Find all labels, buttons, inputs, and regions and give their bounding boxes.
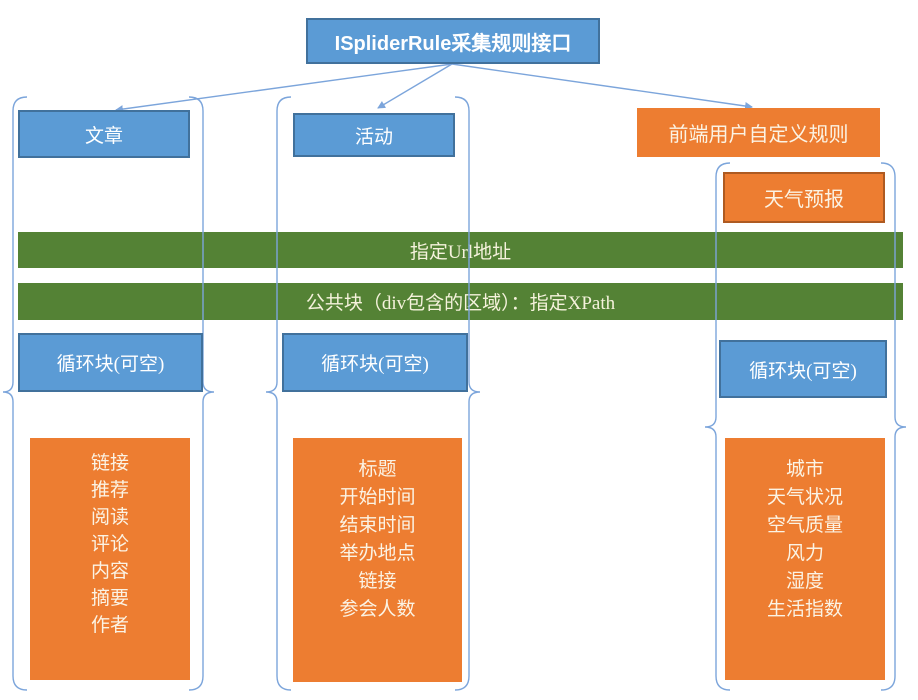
field-item: 天气状况 [766, 487, 843, 508]
field-list-weather: 城市 天气状况 空气质量 风力 湿度 生活指数 [725, 438, 885, 680]
arrow-root-to-activity [377, 63, 453, 109]
field-list-activity: 标题 开始时间 结束时间 举办地点 链接 参会人数 [293, 438, 462, 682]
field-item: 生活指数 [766, 599, 843, 620]
field-item: 推荐 [90, 480, 129, 501]
field-item: 风力 [785, 543, 824, 564]
column-header-activity: 活动 [293, 113, 455, 157]
field-item: 参会人数 [339, 599, 416, 620]
root-interface-label: ISpliderRule采集规则接口 [334, 32, 572, 55]
field-item: 空气质量 [766, 515, 843, 536]
field-item: 结束时间 [339, 515, 416, 536]
field-item: 链接 [358, 571, 397, 592]
column-header-article-label: 文章 [84, 125, 123, 147]
loop-block-weather-label: 循环块(可空) [749, 360, 857, 382]
arrow-root-to-article [115, 63, 453, 114]
shared-bar-url-label: 指定Url地址 [409, 241, 512, 263]
loop-block-activity-label: 循环块(可空) [321, 354, 429, 375]
brace-left-column-article [2, 96, 28, 691]
loop-block-weather: 循环块(可空) [719, 340, 887, 398]
arrow-root-to-custom-rule [451, 63, 753, 110]
column-header-article: 文章 [18, 110, 190, 158]
loop-block-article: 循环块(可空) [18, 333, 203, 392]
field-item: 链接 [90, 453, 129, 474]
field-item: 标题 [358, 459, 397, 480]
field-item: 摘要 [90, 588, 129, 609]
shared-bar-xpath: 公共块（div包含的区域）：指定XPath [18, 283, 903, 320]
weather-forecast-label: 天气预报 [764, 189, 844, 211]
column-header-custom-rule-label: 前端用户自定义规则 [668, 124, 849, 146]
weather-forecast-node: 天气预报 [723, 172, 885, 223]
column-header-activity-label: 活动 [354, 126, 393, 148]
field-item: 阅读 [90, 507, 129, 528]
loop-block-article-label: 循环块(可空) [56, 354, 165, 375]
field-item: 开始时间 [339, 487, 416, 508]
brace-left-column-activity [265, 96, 292, 691]
shared-bar-xpath-label: 公共块（div包含的区域）：指定XPath [305, 293, 616, 314]
field-item: 评论 [90, 534, 129, 555]
brace-right-column-article [188, 96, 215, 691]
field-item: 作者 [90, 615, 129, 636]
column-header-custom-rule: 前端用户自定义规则 [637, 108, 880, 157]
shared-bar-url: 指定Url地址 [18, 232, 903, 268]
field-item: 举办地点 [339, 543, 416, 564]
field-item: 城市 [785, 459, 824, 480]
root-interface-node: ISpliderRule采集规则接口 [306, 18, 600, 64]
field-list-article: 链接 推荐 阅读 评论 内容 摘要 作者 [30, 438, 190, 680]
field-item: 湿度 [785, 571, 824, 592]
loop-block-activity: 循环块(可空) [282, 333, 468, 392]
field-item: 内容 [90, 561, 129, 582]
